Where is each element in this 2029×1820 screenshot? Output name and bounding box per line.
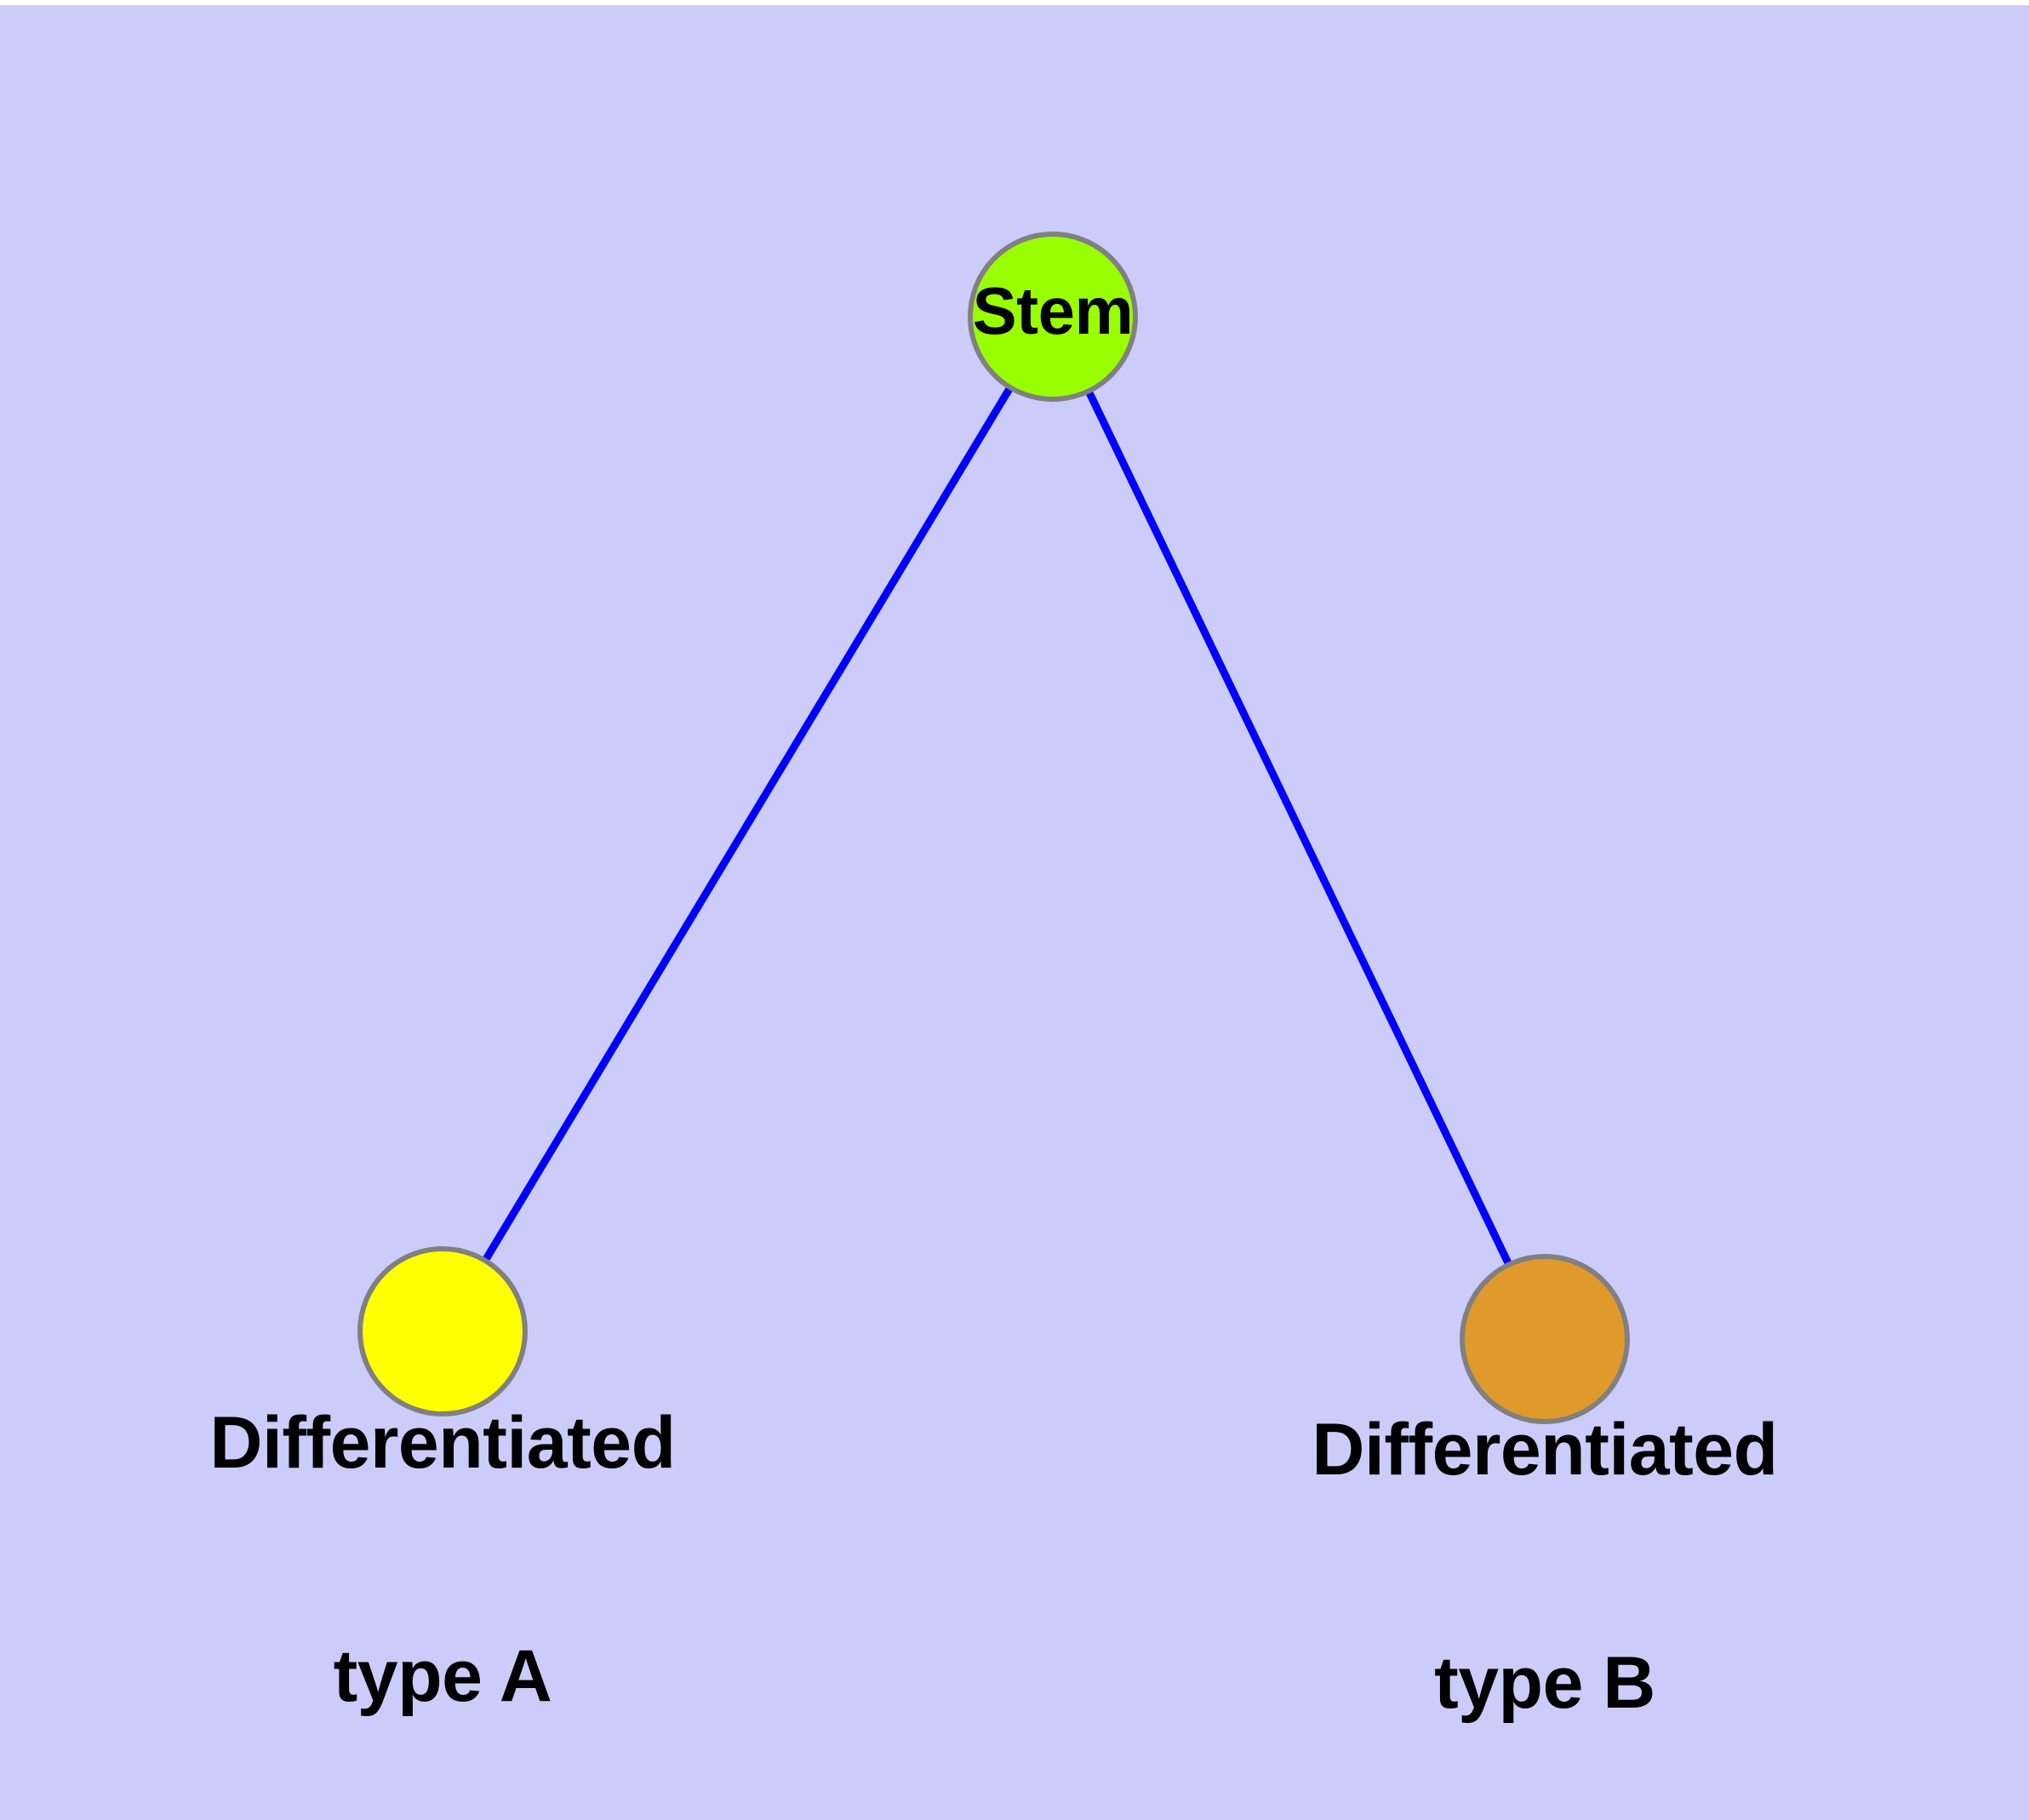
- node-layer: [357, 232, 1630, 1424]
- node-differentiated-type-a[interactable]: [357, 1246, 528, 1417]
- edge-stem-to-type-a: [439, 314, 1056, 1334]
- edge-layer: [439, 314, 1549, 1341]
- edge-stem-to-type-b: [1049, 315, 1549, 1341]
- node-differentiated-type-b[interactable]: [1460, 1254, 1630, 1424]
- node-stem[interactable]: [968, 232, 1138, 402]
